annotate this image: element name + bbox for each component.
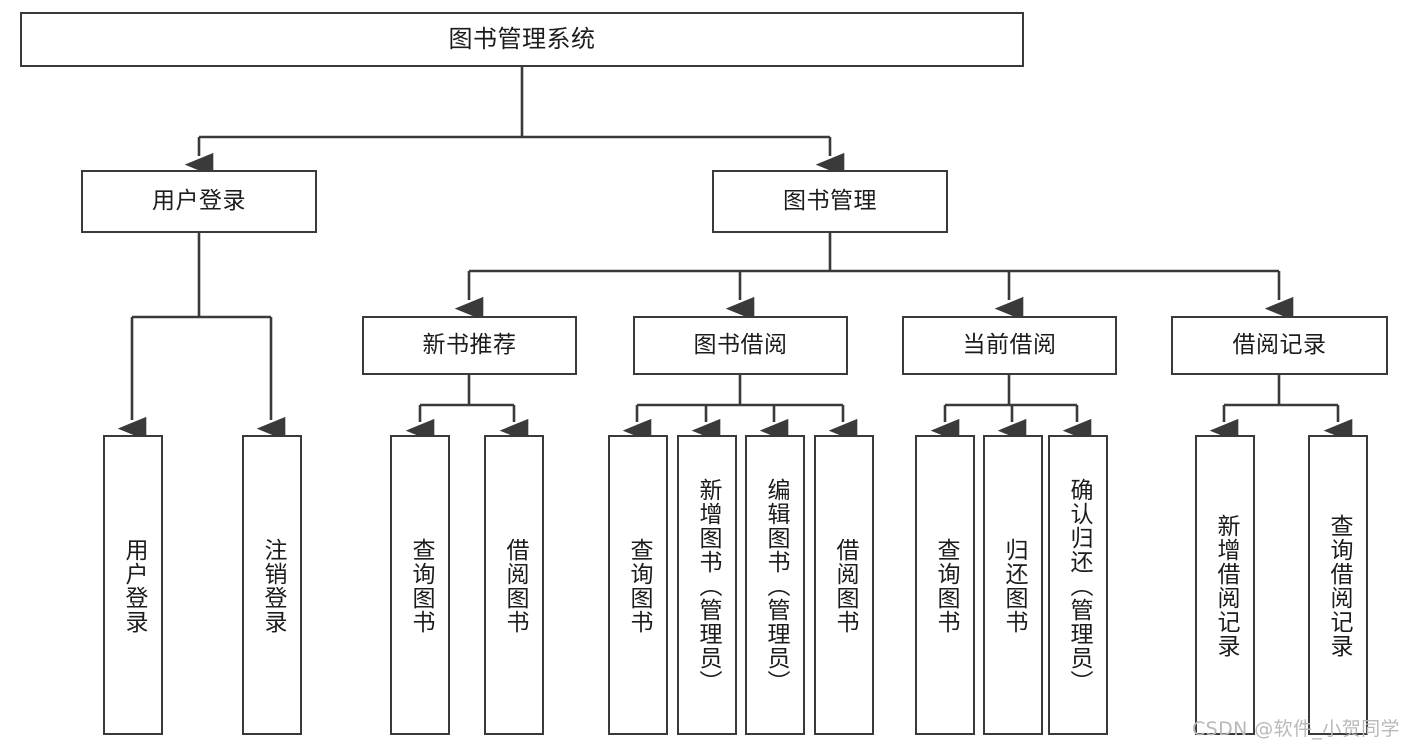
- node-leaf-query-record-label: 查询借阅记录: [1325, 514, 1352, 658]
- node-leaf-user-logout[interactable]: 注销登录: [242, 435, 302, 735]
- node-leaf-confirm-return-label: 确认归还（管理员）: [1065, 478, 1092, 694]
- node-leaf-edit-book[interactable]: 编辑图书（管理员）: [745, 435, 805, 735]
- node-leaf-add-book-label: 新增图书（管理员）: [694, 478, 721, 694]
- node-leaf-query-book-1[interactable]: 查询图书: [390, 435, 450, 735]
- node-leaf-query-book-1-label: 查询图书: [407, 538, 434, 634]
- node-root-label: 图书管理系统: [448, 25, 596, 54]
- node-user-login-label: 用户登录: [152, 187, 246, 214]
- node-leaf-query-book-3-label: 查询图书: [932, 538, 959, 634]
- node-new-book-rec[interactable]: 新书推荐: [362, 316, 577, 375]
- node-borrow-record-label: 借阅记录: [1232, 331, 1327, 358]
- node-leaf-query-book-2-label: 查询图书: [625, 538, 652, 634]
- node-leaf-query-book-2[interactable]: 查询图书: [608, 435, 668, 735]
- node-book-borrow-label: 图书借阅: [693, 331, 788, 358]
- node-leaf-borrow-book-1-label: 借阅图书: [501, 538, 528, 634]
- csdn-watermark: CSDN @软件_小贺同学: [1192, 718, 1400, 740]
- node-current-borrow[interactable]: 当前借阅: [902, 316, 1117, 375]
- node-leaf-user-login[interactable]: 用户登录: [103, 435, 163, 735]
- node-book-borrow[interactable]: 图书借阅: [633, 316, 848, 375]
- node-leaf-edit-book-label: 编辑图书（管理员）: [762, 478, 789, 694]
- node-leaf-user-logout-label: 注销登录: [259, 538, 286, 634]
- node-new-book-rec-label: 新书推荐: [422, 331, 517, 358]
- node-leaf-return-book[interactable]: 归还图书: [983, 435, 1043, 735]
- node-leaf-borrow-book-2[interactable]: 借阅图书: [814, 435, 874, 735]
- node-leaf-borrow-book-2-label: 借阅图书: [831, 538, 858, 634]
- node-book-manage-label: 图书管理: [783, 187, 877, 214]
- node-root[interactable]: 图书管理系统: [20, 12, 1024, 67]
- node-borrow-record[interactable]: 借阅记录: [1171, 316, 1388, 375]
- node-user-login[interactable]: 用户登录: [81, 170, 317, 233]
- node-leaf-return-book-label: 归还图书: [1000, 538, 1027, 634]
- node-leaf-add-record-label: 新增借阅记录: [1212, 514, 1239, 658]
- node-leaf-add-book[interactable]: 新增图书（管理员）: [677, 435, 737, 735]
- node-book-manage[interactable]: 图书管理: [712, 170, 948, 233]
- node-leaf-query-record[interactable]: 查询借阅记录: [1308, 435, 1368, 735]
- node-leaf-borrow-book-1[interactable]: 借阅图书: [484, 435, 544, 735]
- node-leaf-add-record[interactable]: 新增借阅记录: [1195, 435, 1255, 735]
- node-leaf-user-login-label: 用户登录: [120, 538, 147, 634]
- node-leaf-confirm-return[interactable]: 确认归还（管理员）: [1048, 435, 1108, 735]
- node-current-borrow-label: 当前借阅: [962, 331, 1057, 358]
- node-leaf-query-book-3[interactable]: 查询图书: [915, 435, 975, 735]
